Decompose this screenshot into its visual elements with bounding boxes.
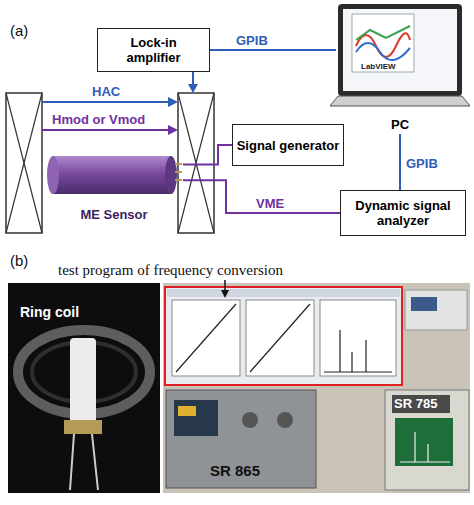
cylinder-end — [165, 156, 177, 194]
panel-letter: (a) — [10, 22, 28, 39]
plot-panel — [172, 300, 240, 376]
node-text: Lock-in amplifier — [108, 35, 199, 65]
plot-line — [250, 304, 310, 372]
software-logo — [352, 14, 414, 72]
arrow-head — [188, 84, 198, 93]
logo-wave — [356, 26, 410, 40]
laptop-base — [330, 96, 470, 106]
cylinder-body — [53, 156, 171, 194]
coil-cross — [178, 93, 214, 233]
photo-ring-coil — [8, 283, 160, 493]
sensor-pin — [175, 179, 182, 181]
node-text: Signal generator — [237, 138, 340, 153]
signal-wire — [183, 180, 340, 213]
edge-label: GPIB — [406, 156, 438, 171]
instrument-box: Signal generator — [232, 124, 344, 166]
generator-display — [411, 297, 437, 311]
computer-node: PC — [330, 0, 470, 134]
plot-panel — [246, 300, 314, 376]
instrument-label: SR 785 — [394, 396, 437, 411]
knob — [242, 412, 258, 428]
edge-label: GPIB — [236, 33, 268, 48]
sensor-pin — [175, 171, 182, 173]
sr785-photo — [385, 390, 469, 490]
sensor-holder — [70, 338, 96, 428]
software-logo-text: LabVIEW — [361, 62, 396, 71]
signal-wire — [210, 49, 336, 51]
spectrum-line — [400, 432, 450, 462]
field-name: HAC — [92, 84, 120, 99]
screenshot-frame — [165, 287, 402, 385]
logo-wave — [356, 43, 410, 60]
drive-wire — [192, 72, 194, 86]
field-name: Hmod or Vmod — [52, 112, 145, 127]
field-arrow — [42, 101, 170, 103]
laptop-screen — [343, 9, 457, 91]
plot-line — [176, 304, 236, 372]
coil-cross — [6, 93, 42, 233]
arrow-head — [221, 290, 229, 298]
instrument-label: SR 865 — [210, 462, 260, 479]
photo-caption: test program of frequency conversion — [58, 262, 283, 279]
edge-label: VME — [256, 196, 284, 211]
generator-photo — [405, 290, 467, 330]
knob — [277, 412, 293, 428]
signal-wire — [183, 145, 232, 164]
sr865-photo — [166, 390, 316, 488]
sr785-screen — [395, 418, 453, 466]
field-arrow — [42, 129, 170, 131]
photo-lab-bench — [163, 283, 470, 493]
photo-label: Ring coil — [20, 304, 79, 320]
sensor-node: ME Sensor — [45, 150, 183, 222]
node-text: Dynamic signal analyzer — [355, 198, 451, 228]
coil-left — [6, 93, 42, 233]
toolbar — [167, 289, 400, 297]
node-text: PC — [391, 117, 409, 132]
cylinder-end — [47, 156, 59, 194]
arrow-head — [168, 97, 178, 107]
sr785-header — [392, 395, 450, 413]
wire — [70, 434, 74, 490]
spectrum-line — [324, 330, 392, 372]
laptop-bezel — [338, 4, 462, 96]
instrument-box: Dynamic signal analyzer — [340, 190, 466, 236]
sensor-pins — [64, 420, 102, 434]
panel-letter: (b) — [10, 252, 28, 269]
coil-cross — [178, 93, 214, 233]
node-text: ME Sensor — [80, 207, 147, 222]
arrow-head — [168, 125, 178, 135]
signal-wire — [399, 134, 401, 190]
coil-cross — [6, 93, 42, 233]
display-detail — [178, 406, 196, 416]
plot-panel — [320, 300, 396, 376]
coil-right — [178, 93, 214, 233]
sr865-display — [174, 400, 218, 436]
sensor-pin — [175, 163, 182, 165]
laptop-icon — [330, 0, 470, 134]
instrument-box: Lock-in amplifier — [97, 28, 210, 72]
wire — [92, 434, 98, 490]
